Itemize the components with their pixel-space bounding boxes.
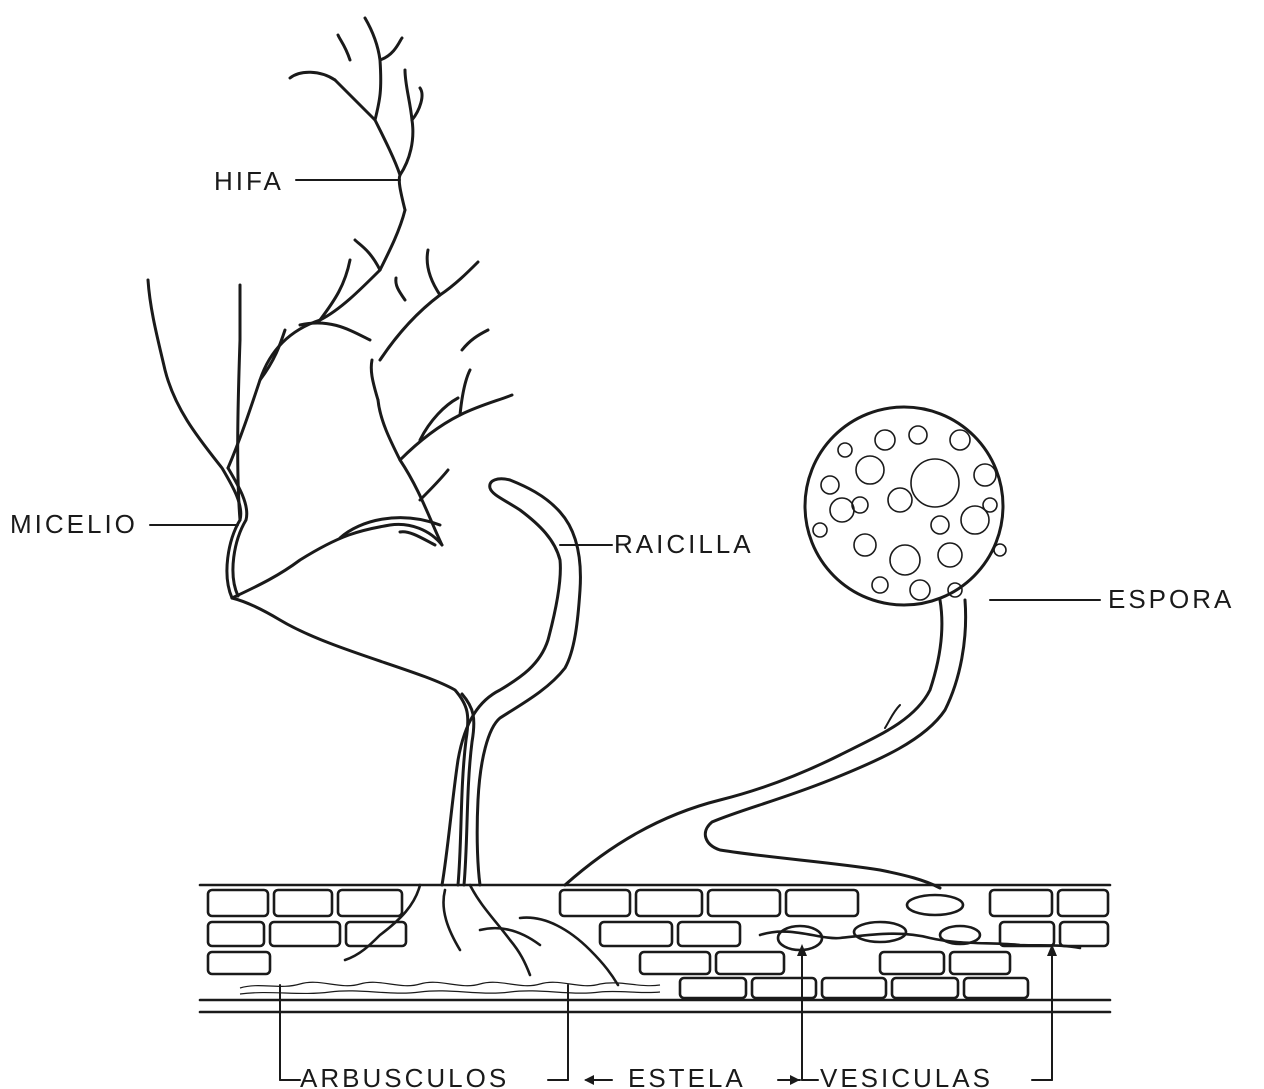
mycelium-drawing <box>148 18 512 885</box>
spore-drawing <box>565 407 1006 888</box>
label-espora: ESPORA <box>1108 584 1234 614</box>
arbuscule-band <box>240 982 660 994</box>
label-estela: ESTELA <box>628 1063 746 1089</box>
label-raicilla: RAICILLA <box>614 529 754 559</box>
label-hifa: HIFA <box>214 166 284 196</box>
root-cortex-drawing <box>200 885 1110 1012</box>
rootlet-drawing <box>442 479 580 885</box>
label-vesiculas: VESICULAS <box>820 1063 993 1089</box>
label-micelio: MICELIO <box>10 509 138 539</box>
label-arbusculos: ARBUSCULOS <box>300 1063 509 1089</box>
